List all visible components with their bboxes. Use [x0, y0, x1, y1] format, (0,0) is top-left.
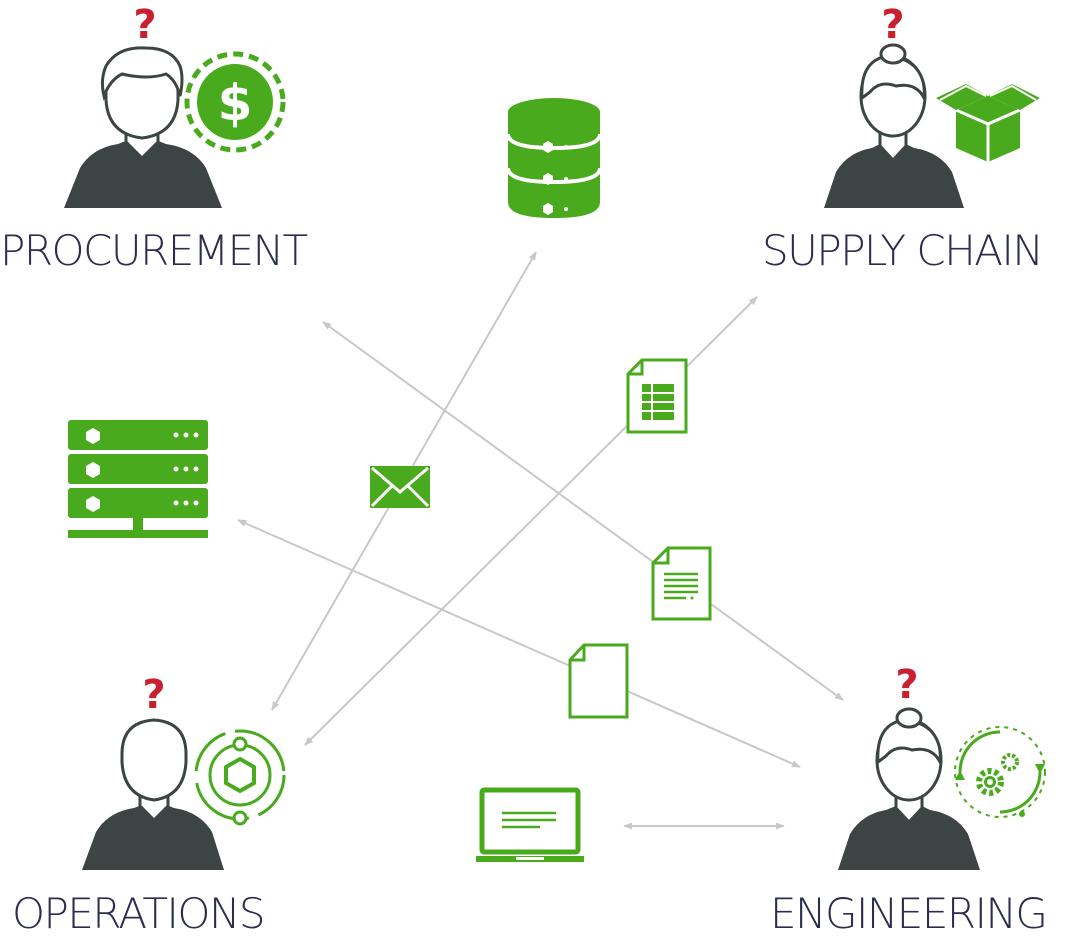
arrow-supplychain-operations: [304, 296, 758, 746]
supply-chain-question-mark: ?: [881, 2, 904, 48]
blank-document-icon: [568, 643, 629, 719]
procurement-person: ? $: [64, 2, 286, 208]
operations-question-mark: ?: [142, 672, 165, 718]
person-male-icon: [82, 718, 224, 870]
supply-chain-person: ?: [824, 2, 1040, 208]
text-document-icon: [651, 546, 712, 621]
supply-chain-label: SUPPLY CHAIN: [762, 226, 1044, 275]
operations-person: ?: [82, 672, 286, 870]
person-female-icon: [824, 43, 964, 208]
orbit-hexagon-icon: [194, 729, 286, 826]
spreadsheet-document-icon: [626, 358, 688, 434]
envelope-icon: [370, 466, 430, 508]
person-female-icon: [838, 707, 980, 870]
dollar-coin-icon: $: [184, 51, 286, 153]
open-box-icon: [936, 84, 1040, 162]
connector-arrows: [237, 251, 844, 830]
laptop-icon: [476, 787, 584, 862]
arrow-server-engineering: [237, 519, 801, 768]
engineering-question-mark: ?: [895, 662, 918, 708]
procurement-label: PROCUREMENT: [0, 226, 308, 275]
dollar-symbol: $: [218, 74, 253, 132]
operations-label: OPERATIONS: [12, 889, 266, 938]
engineering-label: ENGINEERING: [770, 889, 1048, 938]
procurement-question-mark: ?: [133, 2, 156, 48]
arrow-procurement-engineering: [322, 321, 844, 701]
engineering-person: ?: [838, 662, 1046, 870]
gears-cycle-icon: [954, 726, 1046, 818]
database-icon: [506, 98, 602, 218]
person-male-icon: [64, 46, 222, 208]
server-rack-icon: [68, 420, 208, 538]
